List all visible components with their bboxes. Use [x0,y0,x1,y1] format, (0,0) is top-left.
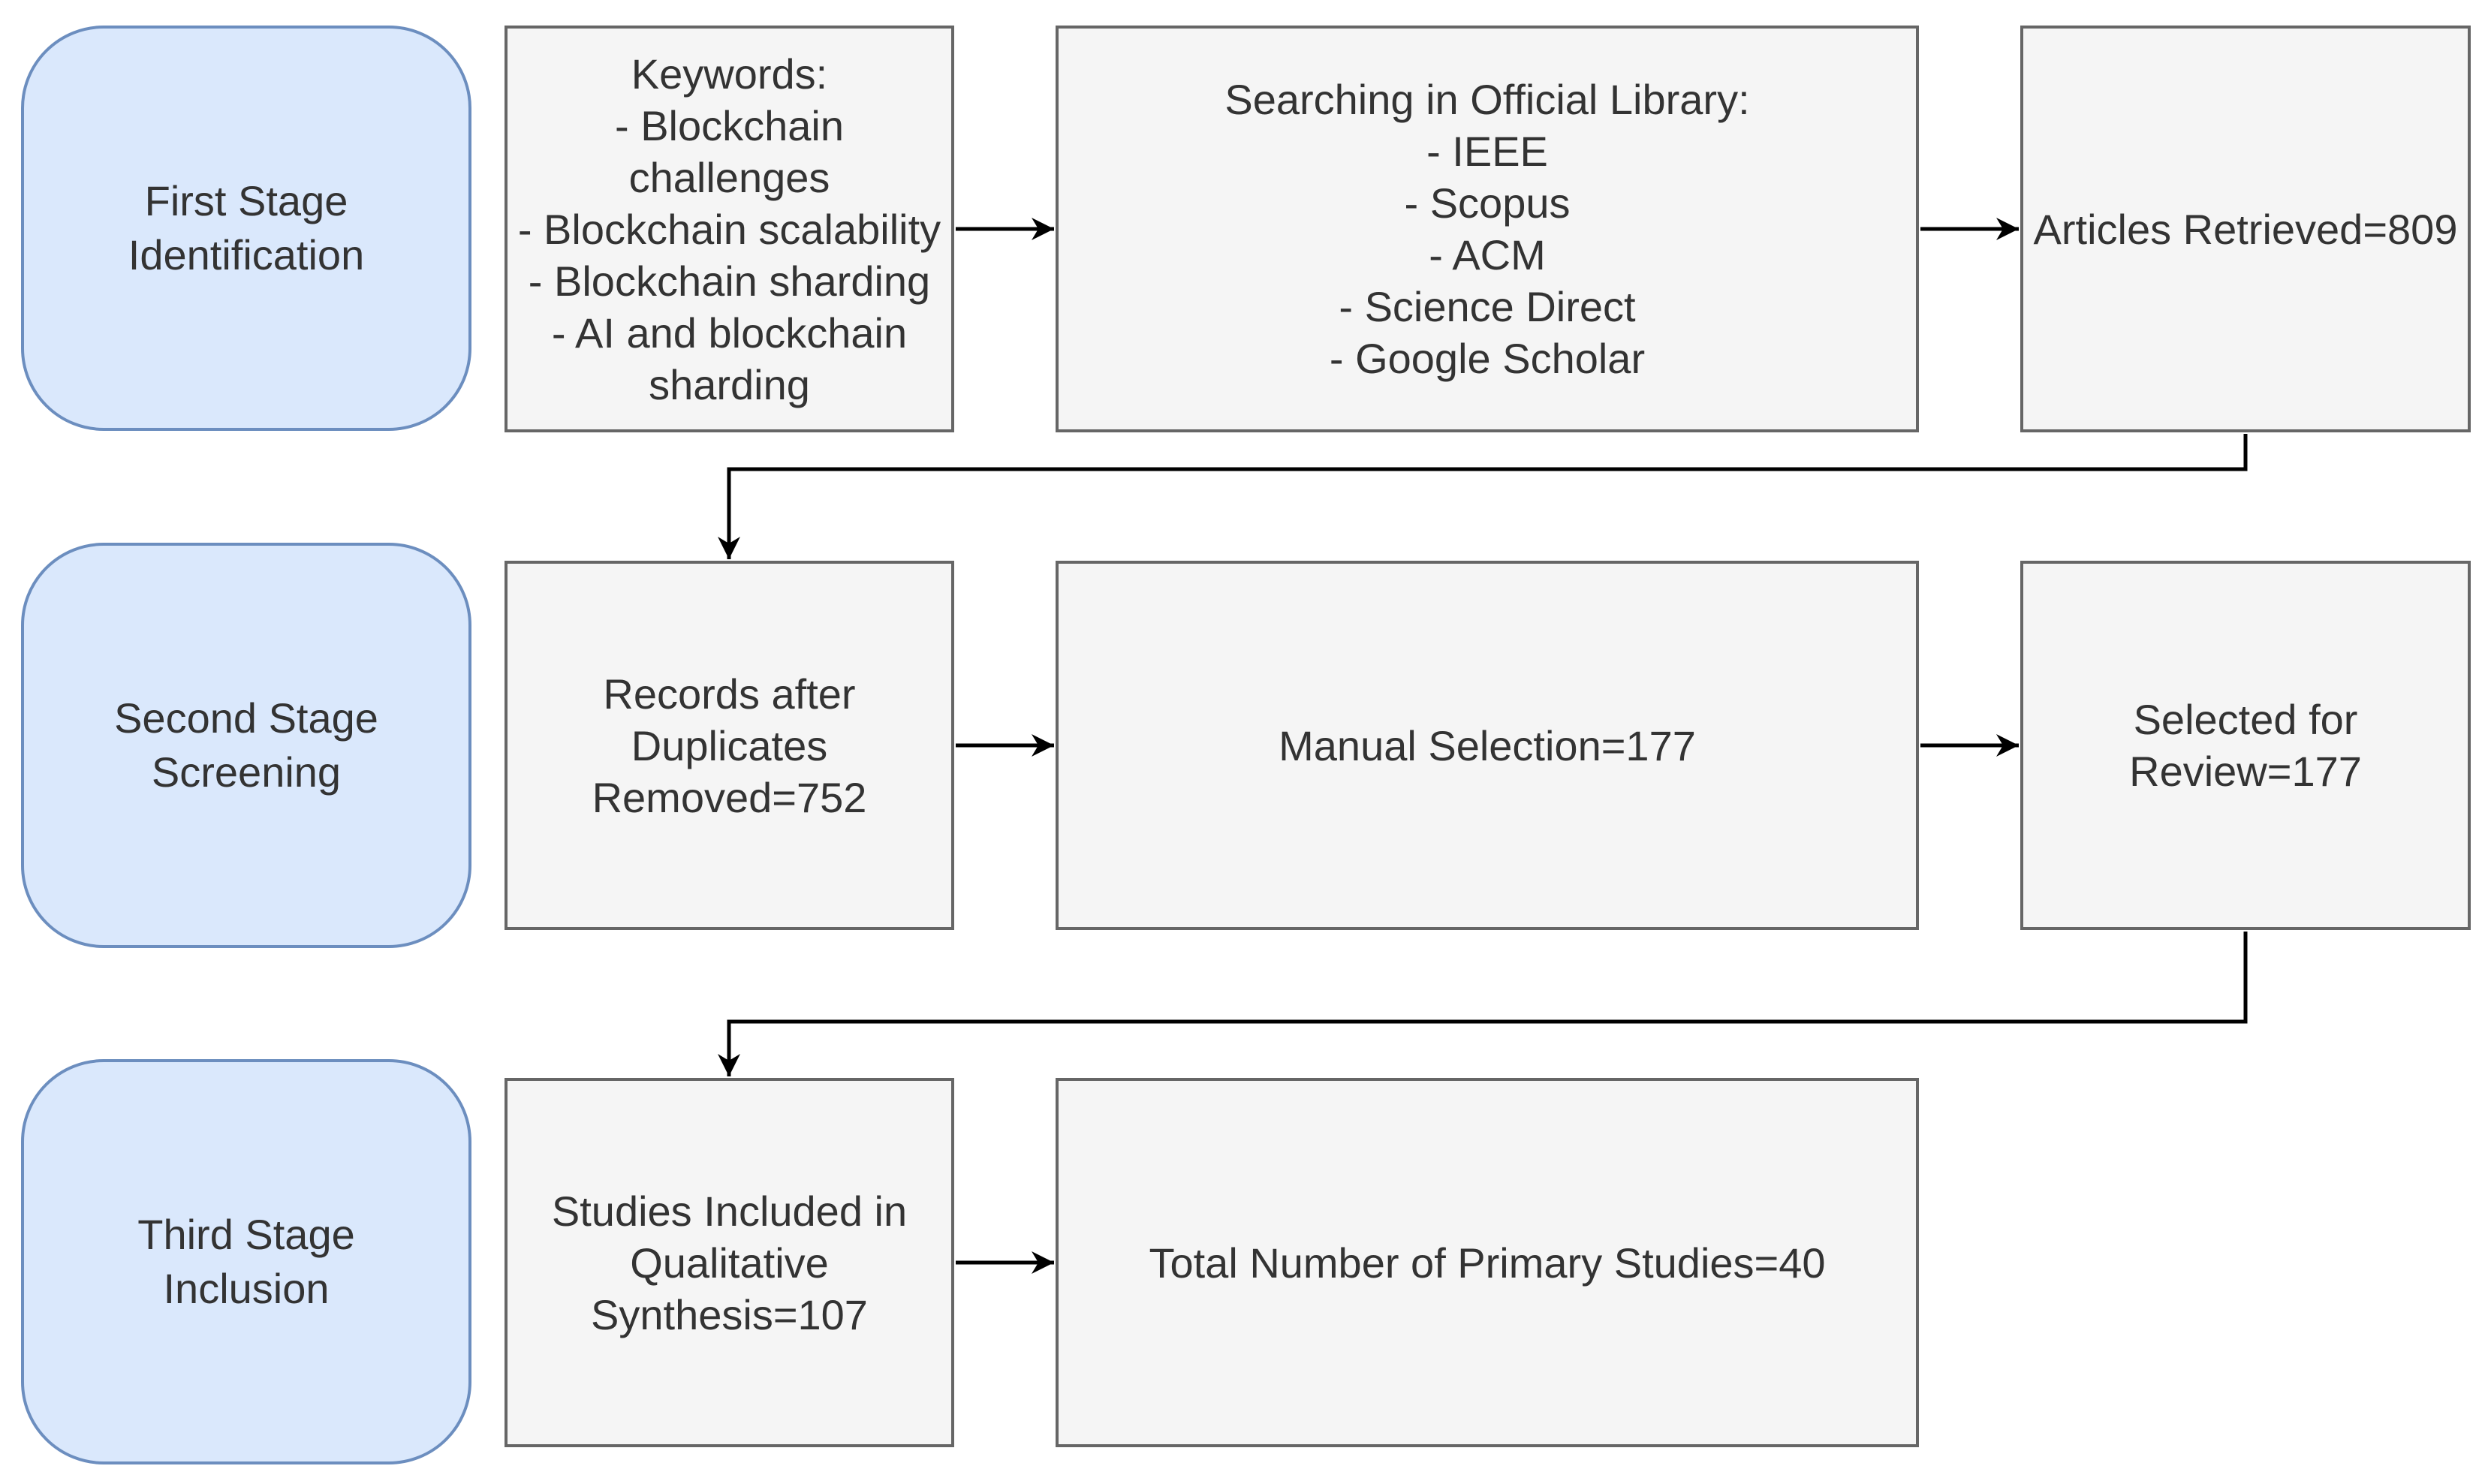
keywords-line-6: - AI and blockchain [551,309,908,357]
stage-second-screening: Second Stage Screening [21,543,471,948]
retrieved-line-1: Articles Retrieved=809 [2033,205,2458,253]
selected-line-1: Selected for [2133,696,2358,743]
library-line-1: Searching in Official Library: [1224,76,1750,123]
arrow-selected-to-qualitative [718,932,2248,1076]
stage-first-identification: First Stage Identification [21,26,471,431]
articles-retrieved-box: Articles Retrieved=809 [2020,26,2471,432]
selected-line-2: Review=177 [2129,748,2362,795]
primary-studies-box: Total Number of Primary Studies=40 [1056,1078,1919,1447]
selected-for-review-box: Selected for Review=177 [2020,561,2471,930]
stage-second-line-1: Second Stage [114,694,378,742]
duplicates-line-2: Duplicates [631,721,828,769]
library-line-4: - ACM [1429,231,1546,278]
library-line-6: - Google Scholar [1329,335,1646,382]
stage-third-line-1: Third Stage [137,1211,355,1258]
library-line-2: - IEEE [1426,128,1548,175]
keywords-line-5: - Blockchain sharding [528,257,931,305]
qualitative-line-1: Studies Included in [551,1187,908,1235]
qualitative-line-2: Qualitative [630,1239,829,1287]
stage-first-line-1: First Stage [144,177,348,224]
library-line-3: - Scopus [1404,179,1571,227]
keywords-line-2: - Blockchain [614,101,845,149]
manual-line-1: Manual Selection=177 [1279,721,1696,769]
stage-third-inclusion: Third Stage Inclusion [21,1059,471,1464]
keywords-line-7: sharding [649,360,810,408]
primary-line-1: Total Number of Primary Studies=40 [1149,1239,1826,1287]
manual-selection-box: Manual Selection=177 [1056,561,1919,930]
duplicates-line-3: Removed=752 [592,773,867,821]
arrow-retrieved-to-duplicates [718,434,2248,559]
stage-third-line-2: Inclusion [163,1265,330,1312]
keywords-box: Keywords: - Blockchain challenges - Bloc… [505,26,954,432]
library-line-5: - Science Direct [1339,283,1636,330]
qualitative-line-3: Synthesis=107 [591,1290,868,1338]
stage-second-line-2: Screening [151,748,342,796]
keywords-line-4: - Blockchain scalability [517,205,941,253]
qualitative-synthesis-box: Studies Included in Qualitative Synthesi… [505,1078,954,1447]
keywords-line-3: challenges [628,153,830,201]
stage-first-line-2: Identification [128,231,365,278]
library-search-box: Searching in Official Library: - IEEE - … [1056,26,1919,432]
duplicates-removed-box: Records after Duplicates Removed=752 [505,561,954,930]
duplicates-line-1: Records after [603,670,856,718]
keywords-line-1: Keywords: [631,50,828,98]
